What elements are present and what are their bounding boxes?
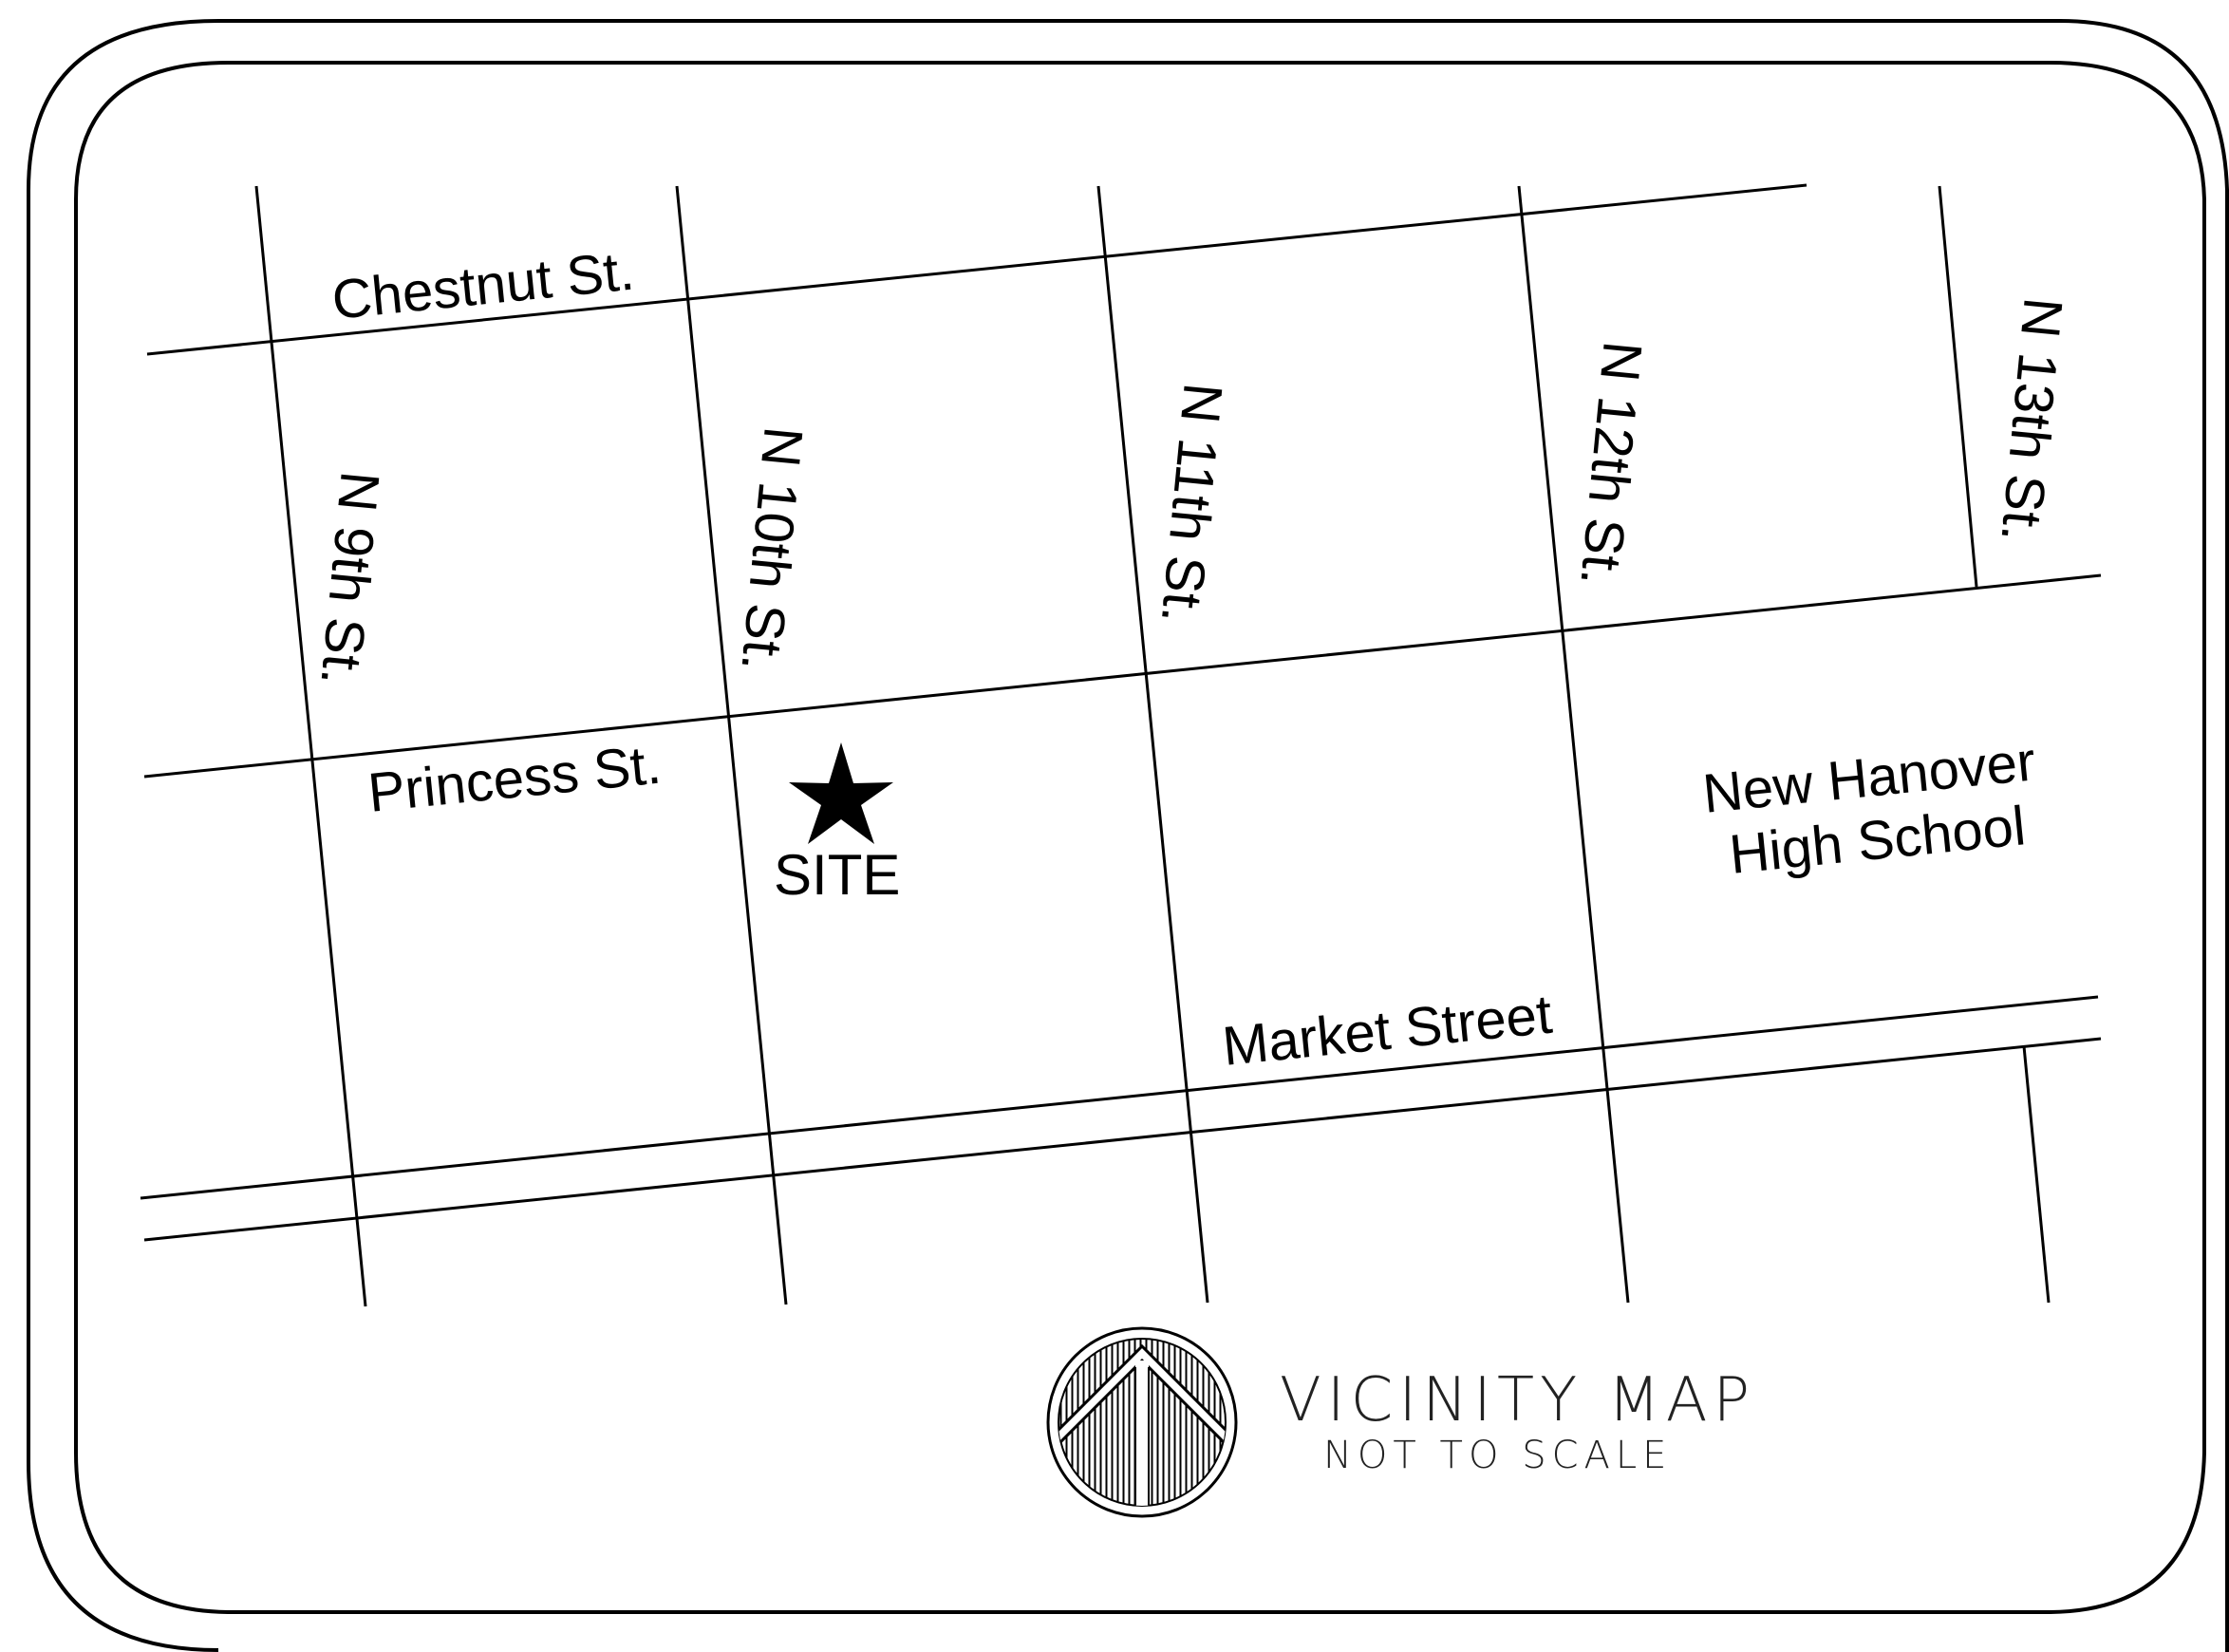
princess-street-label: Princess St.	[365, 734, 664, 824]
market-street-line-south	[143, 1037, 2102, 1242]
n13th-street-label: N 13th St.	[1989, 295, 2073, 545]
market-street-line-north	[140, 995, 2099, 1200]
princess-street-line	[143, 573, 2102, 779]
vicinity-map-title: VICINITY MAP	[1280, 1365, 1755, 1436]
n11th-street-label: N 11th St.	[1150, 381, 1234, 627]
market-street-label: Market Street	[1220, 984, 1555, 1078]
n10th-street-label: N 10th St.	[729, 424, 814, 674]
chestnut-street-line	[146, 183, 1808, 356]
chestnut-street-label: Chestnut St.	[329, 240, 637, 331]
n9th-street-label: N 9th St.	[309, 469, 390, 688]
map-frame-inner	[74, 61, 2206, 1614]
not-to-scale-subtitle: NOT TO SCALE	[1323, 1434, 1672, 1477]
n13th-street-line-south	[2022, 1045, 2051, 1304]
map-frame-outer	[27, 19, 2229, 1652]
star-icon	[789, 742, 893, 844]
n12th-street-line	[1517, 185, 1630, 1304]
site-label: SITE	[774, 843, 900, 907]
n13th-street-line-north	[1938, 185, 1978, 588]
north-arrow-icon	[1046, 1326, 1238, 1518]
n9th-street-line	[254, 185, 367, 1307]
n11th-street-line	[1096, 185, 1209, 1304]
n12th-street-label: N 12th St.	[1568, 339, 1653, 589]
n10th-street-line	[675, 185, 788, 1305]
